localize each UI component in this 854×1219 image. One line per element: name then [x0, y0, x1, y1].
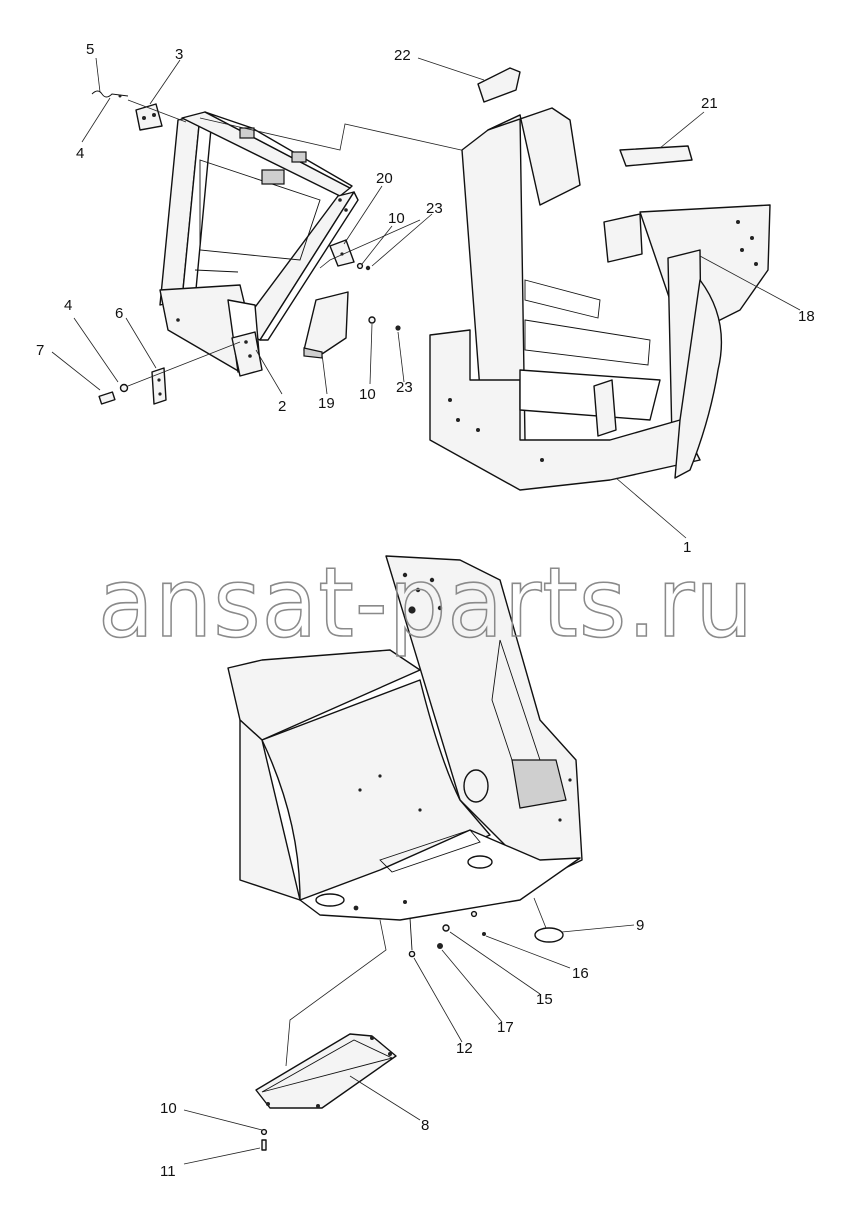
plate-part-8 — [255, 1033, 397, 1109]
callout-12: 12 — [456, 1040, 473, 1057]
callout-19: 19 — [318, 395, 335, 412]
callout-23-mid: 23 — [396, 379, 413, 396]
callout-9: 9 — [636, 917, 644, 934]
pad-part-21 — [619, 145, 693, 167]
callout-18: 18 — [798, 308, 815, 325]
washer-10-upper — [356, 262, 364, 270]
callout-5: 5 — [86, 41, 94, 58]
callout-4-top: 4 — [76, 145, 84, 162]
callout-10-lower: 10 — [160, 1100, 177, 1117]
callout-labels: 5 3 4 4 6 7 2 19 10 23 20 10 23 22 21 18… — [36, 41, 815, 1180]
callout-20: 20 — [376, 170, 393, 187]
washer-10-lower — [368, 316, 376, 324]
callout-11: 11 — [160, 1163, 176, 1180]
washer-10-plate — [260, 1128, 268, 1136]
callout-2: 2 — [278, 398, 286, 415]
cab-frame-part-1 — [429, 107, 771, 491]
callout-4-left: 4 — [64, 297, 72, 314]
callout-1: 1 — [683, 539, 691, 556]
bracket-part-20 — [329, 239, 355, 267]
bolt-part-7 — [98, 383, 129, 405]
bracket-part-19 — [303, 291, 349, 359]
callout-21: 21 — [701, 95, 718, 112]
bracket-part-6 — [151, 367, 167, 405]
bolt-part-16 — [482, 932, 486, 936]
callout-6: 6 — [115, 305, 123, 322]
callout-23-upper: 23 — [426, 200, 443, 217]
watermark: ansat-parts.ru — [98, 547, 754, 659]
cab-frame-iso-view — [227, 555, 583, 921]
callout-15: 15 — [536, 991, 553, 1008]
pin-part-5 — [91, 90, 129, 98]
cover-part-18 — [603, 213, 643, 263]
bolt-part-12 — [403, 900, 416, 958]
callout-8: 8 — [421, 1117, 429, 1134]
leader-lines — [51, 57, 801, 1165]
nut-23-upper — [365, 265, 371, 271]
plug-part-9 — [534, 927, 564, 943]
callout-16: 16 — [572, 965, 589, 982]
callout-7: 7 — [36, 342, 44, 359]
callout-3: 3 — [175, 46, 183, 63]
callout-22: 22 — [394, 47, 411, 64]
washer-nut-parts-15-17 — [437, 910, 478, 949]
callout-17: 17 — [497, 1019, 514, 1036]
callout-10-upper: 10 — [388, 210, 405, 227]
bolt-11-plate — [261, 1139, 267, 1151]
front-frame-part-2 — [159, 111, 359, 377]
pad-part-22 — [477, 67, 521, 103]
callout-10-mid: 10 — [359, 386, 376, 403]
nut-23-lower — [395, 325, 401, 331]
